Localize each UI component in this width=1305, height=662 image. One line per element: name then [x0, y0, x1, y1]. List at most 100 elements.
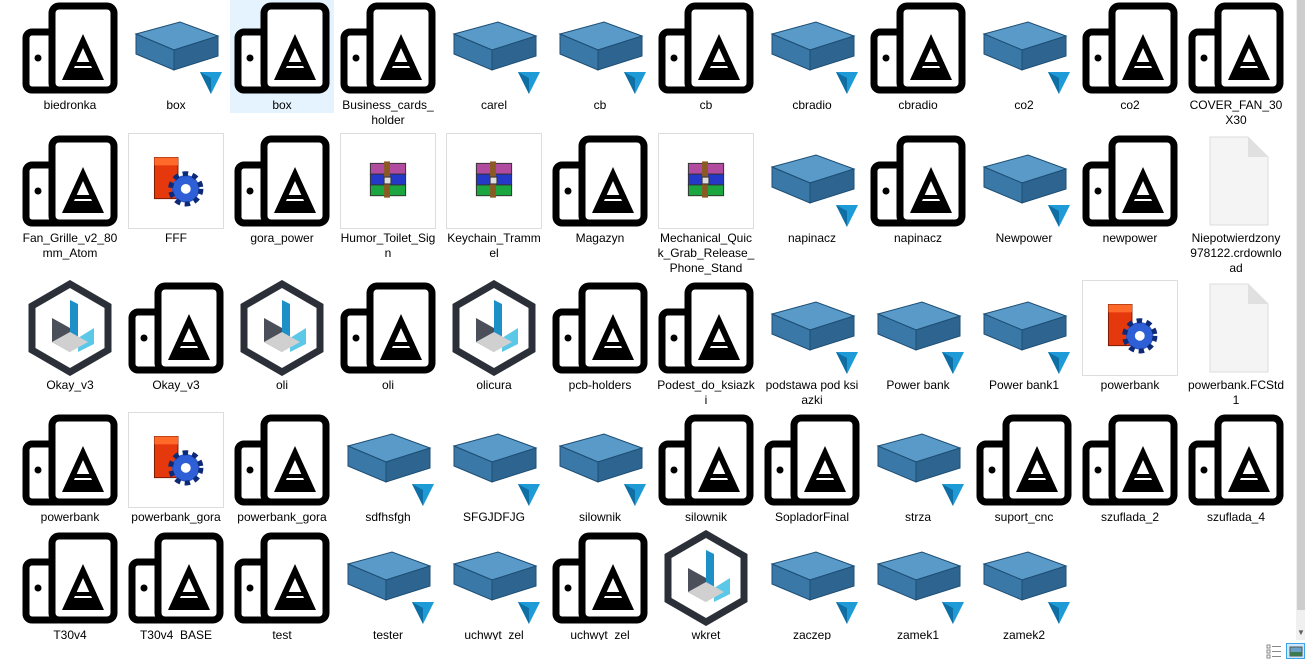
vertical-scrollbar[interactable]: ▼	[1296, 0, 1305, 640]
file-name: uchwyt_zel	[464, 628, 524, 642]
file-name: powerbank.FCStd1	[1187, 378, 1285, 407]
file-name: T30v4	[53, 628, 87, 642]
file-item[interactable]: powerbank.FCStd1	[1184, 280, 1288, 408]
file-name: Humor_Toilet_Sign	[340, 231, 436, 260]
scrollbar-thumb[interactable]	[1297, 0, 1305, 610]
file-item[interactable]: olicura	[442, 279, 546, 393]
file-item[interactable]: FFF	[124, 133, 228, 246]
scroll-down-arrow-icon[interactable]: ▼	[1297, 628, 1305, 637]
file-item[interactable]: cbradio	[866, 0, 970, 113]
file-item[interactable]: powerbank	[18, 412, 122, 525]
file-item[interactable]: tester	[336, 530, 440, 643]
file-item[interactable]: napinacz	[866, 133, 970, 246]
file-item[interactable]: Mechanical_Quick_Grab_Release_Phone_Stan…	[654, 133, 758, 276]
app-file-icon	[1082, 412, 1178, 508]
file-item[interactable]: biedronka	[18, 0, 122, 113]
file-name: wkret	[691, 628, 721, 642]
app-file-icon	[658, 0, 754, 96]
file-item[interactable]: test	[230, 530, 334, 643]
file-name: powerbank_gora	[131, 510, 221, 524]
file-item[interactable]: uchwyt_zel	[548, 530, 652, 643]
file-item[interactable]: co2	[1078, 0, 1182, 113]
file-item[interactable]: SFGJDFJG	[442, 412, 546, 525]
file-item[interactable]: cb	[654, 0, 758, 113]
stl-file-icon	[764, 280, 860, 376]
file-item[interactable]: box	[124, 0, 228, 113]
file-item[interactable]: Magazyn	[548, 133, 652, 246]
file-item[interactable]: T30v4_BASE	[124, 530, 228, 643]
app-file-icon	[340, 280, 436, 376]
file-name: powerbank	[1100, 378, 1160, 392]
app-file-icon	[128, 280, 224, 376]
file-item[interactable]: powerbank_gora	[230, 412, 334, 525]
file-item[interactable]: Fan_Grille_v2_80mm_Atom	[18, 133, 122, 261]
file-item[interactable]: suport_cnc	[972, 412, 1076, 525]
app-file-icon	[1082, 133, 1178, 229]
file-item[interactable]: pcb-holders	[548, 280, 652, 393]
file-name: SFGJDFJG	[463, 510, 525, 524]
stl-file-icon	[128, 0, 224, 96]
file-name: cb	[699, 98, 713, 112]
file-item[interactable]: powerbank	[1078, 280, 1182, 393]
file-item[interactable]: Okay_v3	[18, 279, 122, 393]
file-item[interactable]: Podest_do_ksiazki	[654, 280, 758, 408]
file-item[interactable]: co2	[972, 0, 1076, 113]
hex-file-icon	[658, 529, 754, 627]
app-file-icon	[22, 133, 118, 229]
file-item[interactable]: zamek2	[972, 530, 1076, 643]
file-item[interactable]: box	[230, 0, 334, 113]
stl-file-icon	[976, 530, 1072, 626]
file-item[interactable]: T30v4	[18, 530, 122, 643]
file-item[interactable]: cbradio	[760, 0, 864, 113]
details-view-icon[interactable]	[1266, 643, 1282, 659]
file-item[interactable]: SopladorFinal	[760, 412, 864, 525]
file-item[interactable]: Newpower	[972, 133, 1076, 246]
file-name: zaczep	[792, 628, 832, 642]
file-item[interactable]: szuflada_4	[1184, 412, 1288, 525]
file-item[interactable]: COVER_FAN_30X30	[1184, 0, 1288, 128]
file-item[interactable]: Power bank1	[972, 280, 1076, 393]
file-item[interactable]: Niepotwierdzony 978122.crdownload	[1184, 133, 1288, 276]
file-name: zamek2	[1002, 628, 1046, 642]
file-item[interactable]: uchwyt_zel	[442, 530, 546, 643]
file-name: Magazyn	[575, 231, 625, 245]
freecad-file-icon	[1082, 280, 1178, 376]
file-name: cb	[593, 98, 607, 112]
file-name: FFF	[165, 231, 187, 245]
file-item[interactable]: gora_power	[230, 133, 334, 246]
file-item[interactable]: oli	[336, 280, 440, 393]
app-file-icon	[658, 412, 754, 508]
file-item[interactable]: Keychain_Trammel	[442, 133, 546, 261]
file-item[interactable]: Humor_Toilet_Sign	[336, 133, 440, 261]
file-item[interactable]: sdfhsfgh	[336, 412, 440, 525]
file-item[interactable]: Okay_v3	[124, 280, 228, 393]
file-item[interactable]: carel	[442, 0, 546, 113]
app-file-icon	[870, 133, 966, 229]
file-item[interactable]: podstawa pod ksiazki	[760, 280, 864, 408]
file-name: pcb-holders	[568, 378, 632, 392]
file-item[interactable]: szuflada_2	[1078, 412, 1182, 525]
file-name: powerbank	[40, 510, 100, 524]
file-item[interactable]: silownik	[654, 412, 758, 525]
app-file-icon	[22, 530, 118, 626]
file-name: Keychain_Trammel	[447, 231, 541, 260]
file-name: co2	[1014, 98, 1034, 112]
app-file-icon	[234, 530, 330, 626]
file-item[interactable]: napinacz	[760, 133, 864, 246]
file-item[interactable]: zaczep	[760, 530, 864, 643]
file-item[interactable]: strza	[866, 412, 970, 525]
large-icons-view-icon[interactable]	[1286, 643, 1305, 659]
file-item[interactable]: newpower	[1078, 133, 1182, 246]
file-item[interactable]: oli	[230, 279, 334, 393]
stl-file-icon	[976, 133, 1072, 229]
hex-file-icon	[22, 279, 118, 377]
file-item[interactable]: Business_cards_holder	[336, 0, 440, 128]
file-item[interactable]: silownik	[548, 412, 652, 525]
file-item[interactable]: cb	[548, 0, 652, 113]
file-name: box	[230, 96, 334, 113]
file-item[interactable]: Power bank	[866, 280, 970, 393]
stl-file-icon	[446, 0, 542, 96]
file-item[interactable]: zamek1	[866, 530, 970, 643]
file-item[interactable]: wkret	[654, 529, 758, 643]
file-item[interactable]: powerbank_gora	[124, 412, 228, 525]
